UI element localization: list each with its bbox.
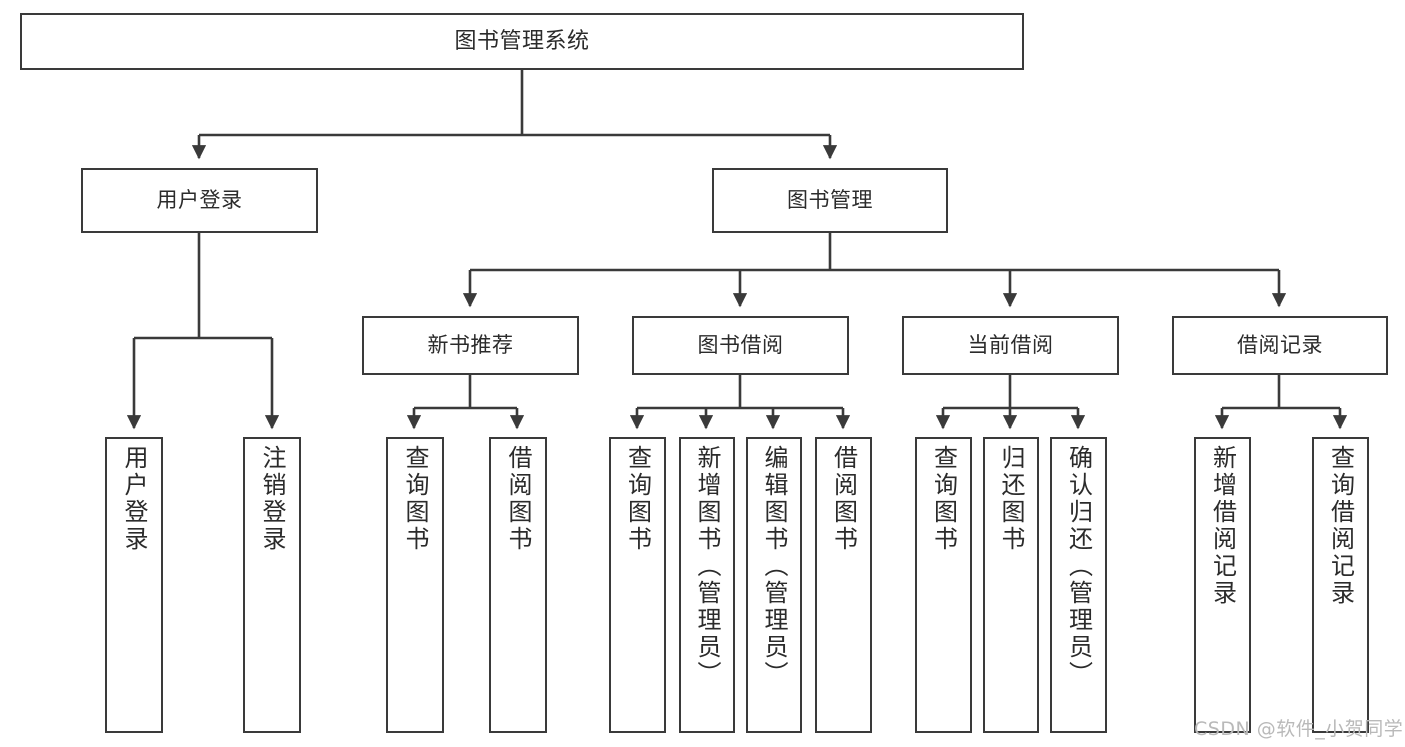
node-book-management[interactable]: 图书管理 [712,168,948,233]
leaf-current-borrow-confirm-return-admin[interactable]: 确认归还（管理员） [1050,437,1107,733]
leaf-book-borrow-add-book-admin[interactable]: 新增图书（管理员） [679,437,735,733]
leaf-book-borrow-edit-book-admin[interactable]: 编辑图书（管理员） [746,437,802,733]
node-borrow-record[interactable]: 借阅记录 [1172,316,1388,375]
watermark-text: CSDN @软件_小贺同学 [1194,718,1404,740]
leaf-user-login-signout[interactable]: 注销登录 [243,437,301,733]
leaf-current-borrow-query-book[interactable]: 查询图书 [915,437,972,733]
node-label: 注销登录 [258,445,286,553]
node-label: 借阅图书 [504,445,532,553]
node-root-book-management-system[interactable]: 图书管理系统 [20,13,1024,70]
leaf-new-book-query-book[interactable]: 查询图书 [386,437,444,733]
node-label: 查询图书 [929,445,958,553]
node-label: 借阅记录 [1237,333,1323,358]
node-label: 新书推荐 [427,333,514,358]
leaf-borrow-record-query-record[interactable]: 查询借阅记录 [1312,437,1369,733]
node-label: 确认归还（管理员） [1064,445,1093,688]
node-label: 新增图书（管理员） [693,445,721,688]
leaf-book-borrow-query-book[interactable]: 查询图书 [609,437,666,733]
node-book-borrow[interactable]: 图书借阅 [632,316,849,375]
node-label: 图书借阅 [697,333,784,358]
node-label: 借阅图书 [829,445,858,553]
node-label: 编辑图书（管理员） [760,445,788,688]
node-current-borrow[interactable]: 当前借阅 [902,316,1119,375]
leaf-book-borrow-borrow-book[interactable]: 借阅图书 [815,437,872,733]
node-label: 查询借阅记录 [1326,445,1355,607]
node-label: 查询图书 [623,445,652,553]
node-label: 查询图书 [401,445,429,553]
leaf-borrow-record-add-record[interactable]: 新增借阅记录 [1194,437,1251,733]
node-user-login[interactable]: 用户登录 [81,168,318,233]
node-new-book-recommend[interactable]: 新书推荐 [362,316,579,375]
leaf-user-login-signin[interactable]: 用户登录 [105,437,163,733]
node-label: 用户登录 [156,188,243,213]
node-label: 图书管理系统 [454,28,590,54]
leaf-current-borrow-return-book[interactable]: 归还图书 [983,437,1039,733]
node-label: 新增借阅记录 [1208,445,1237,607]
node-label: 归还图书 [997,445,1025,553]
node-label: 用户登录 [120,445,148,553]
node-label: 图书管理 [787,188,873,213]
leaf-new-book-borrow-book[interactable]: 借阅图书 [489,437,547,733]
node-label: 当前借阅 [967,333,1054,358]
